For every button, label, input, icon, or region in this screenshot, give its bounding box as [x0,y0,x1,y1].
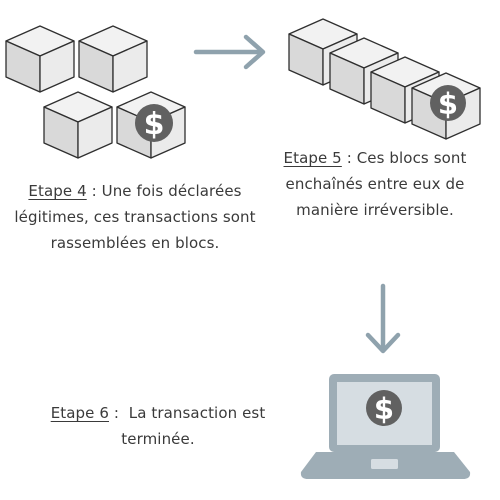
dollar-cube-icon: $ [411,72,481,140]
coin-icon [366,390,402,426]
coin-symbol: $ [374,392,394,426]
step-4-label: Etape 4 [28,182,87,200]
dollar-cube-icon: $ [116,91,186,159]
step-5-caption: Etape 5 : Ces blocs sont enchaînés entre… [280,145,470,223]
step-4-text: : Une fois déclarées légitimes, ces tran… [14,182,256,252]
cube-icon [5,25,75,93]
step-6-label: Etape 6 [50,404,109,422]
step-4-caption: Etape 4 : Une fois déclarées légitimes, … [4,178,266,256]
arrow-right-icon [193,34,266,70]
step-5-label: Etape 5 [283,149,342,167]
chained-blocks-group: $ [288,18,481,140]
arrow-down-icon [365,283,401,354]
coin-symbol: $ [144,107,165,142]
cube-icon [43,91,113,159]
laptop-icon: $ [300,374,471,479]
step-6-caption: Etape 6 : La transaction est terminée. [48,400,268,452]
coin-icon [430,85,466,121]
step-6-text: : La transaction est terminée. [109,404,271,448]
loose-blocks-group: $ [5,25,186,159]
step-5-text: : Ces blocs sont enchaînés entre eux de … [285,149,467,219]
coin-icon [135,104,173,142]
cube-icon [78,25,148,93]
coin-symbol: $ [438,87,458,121]
